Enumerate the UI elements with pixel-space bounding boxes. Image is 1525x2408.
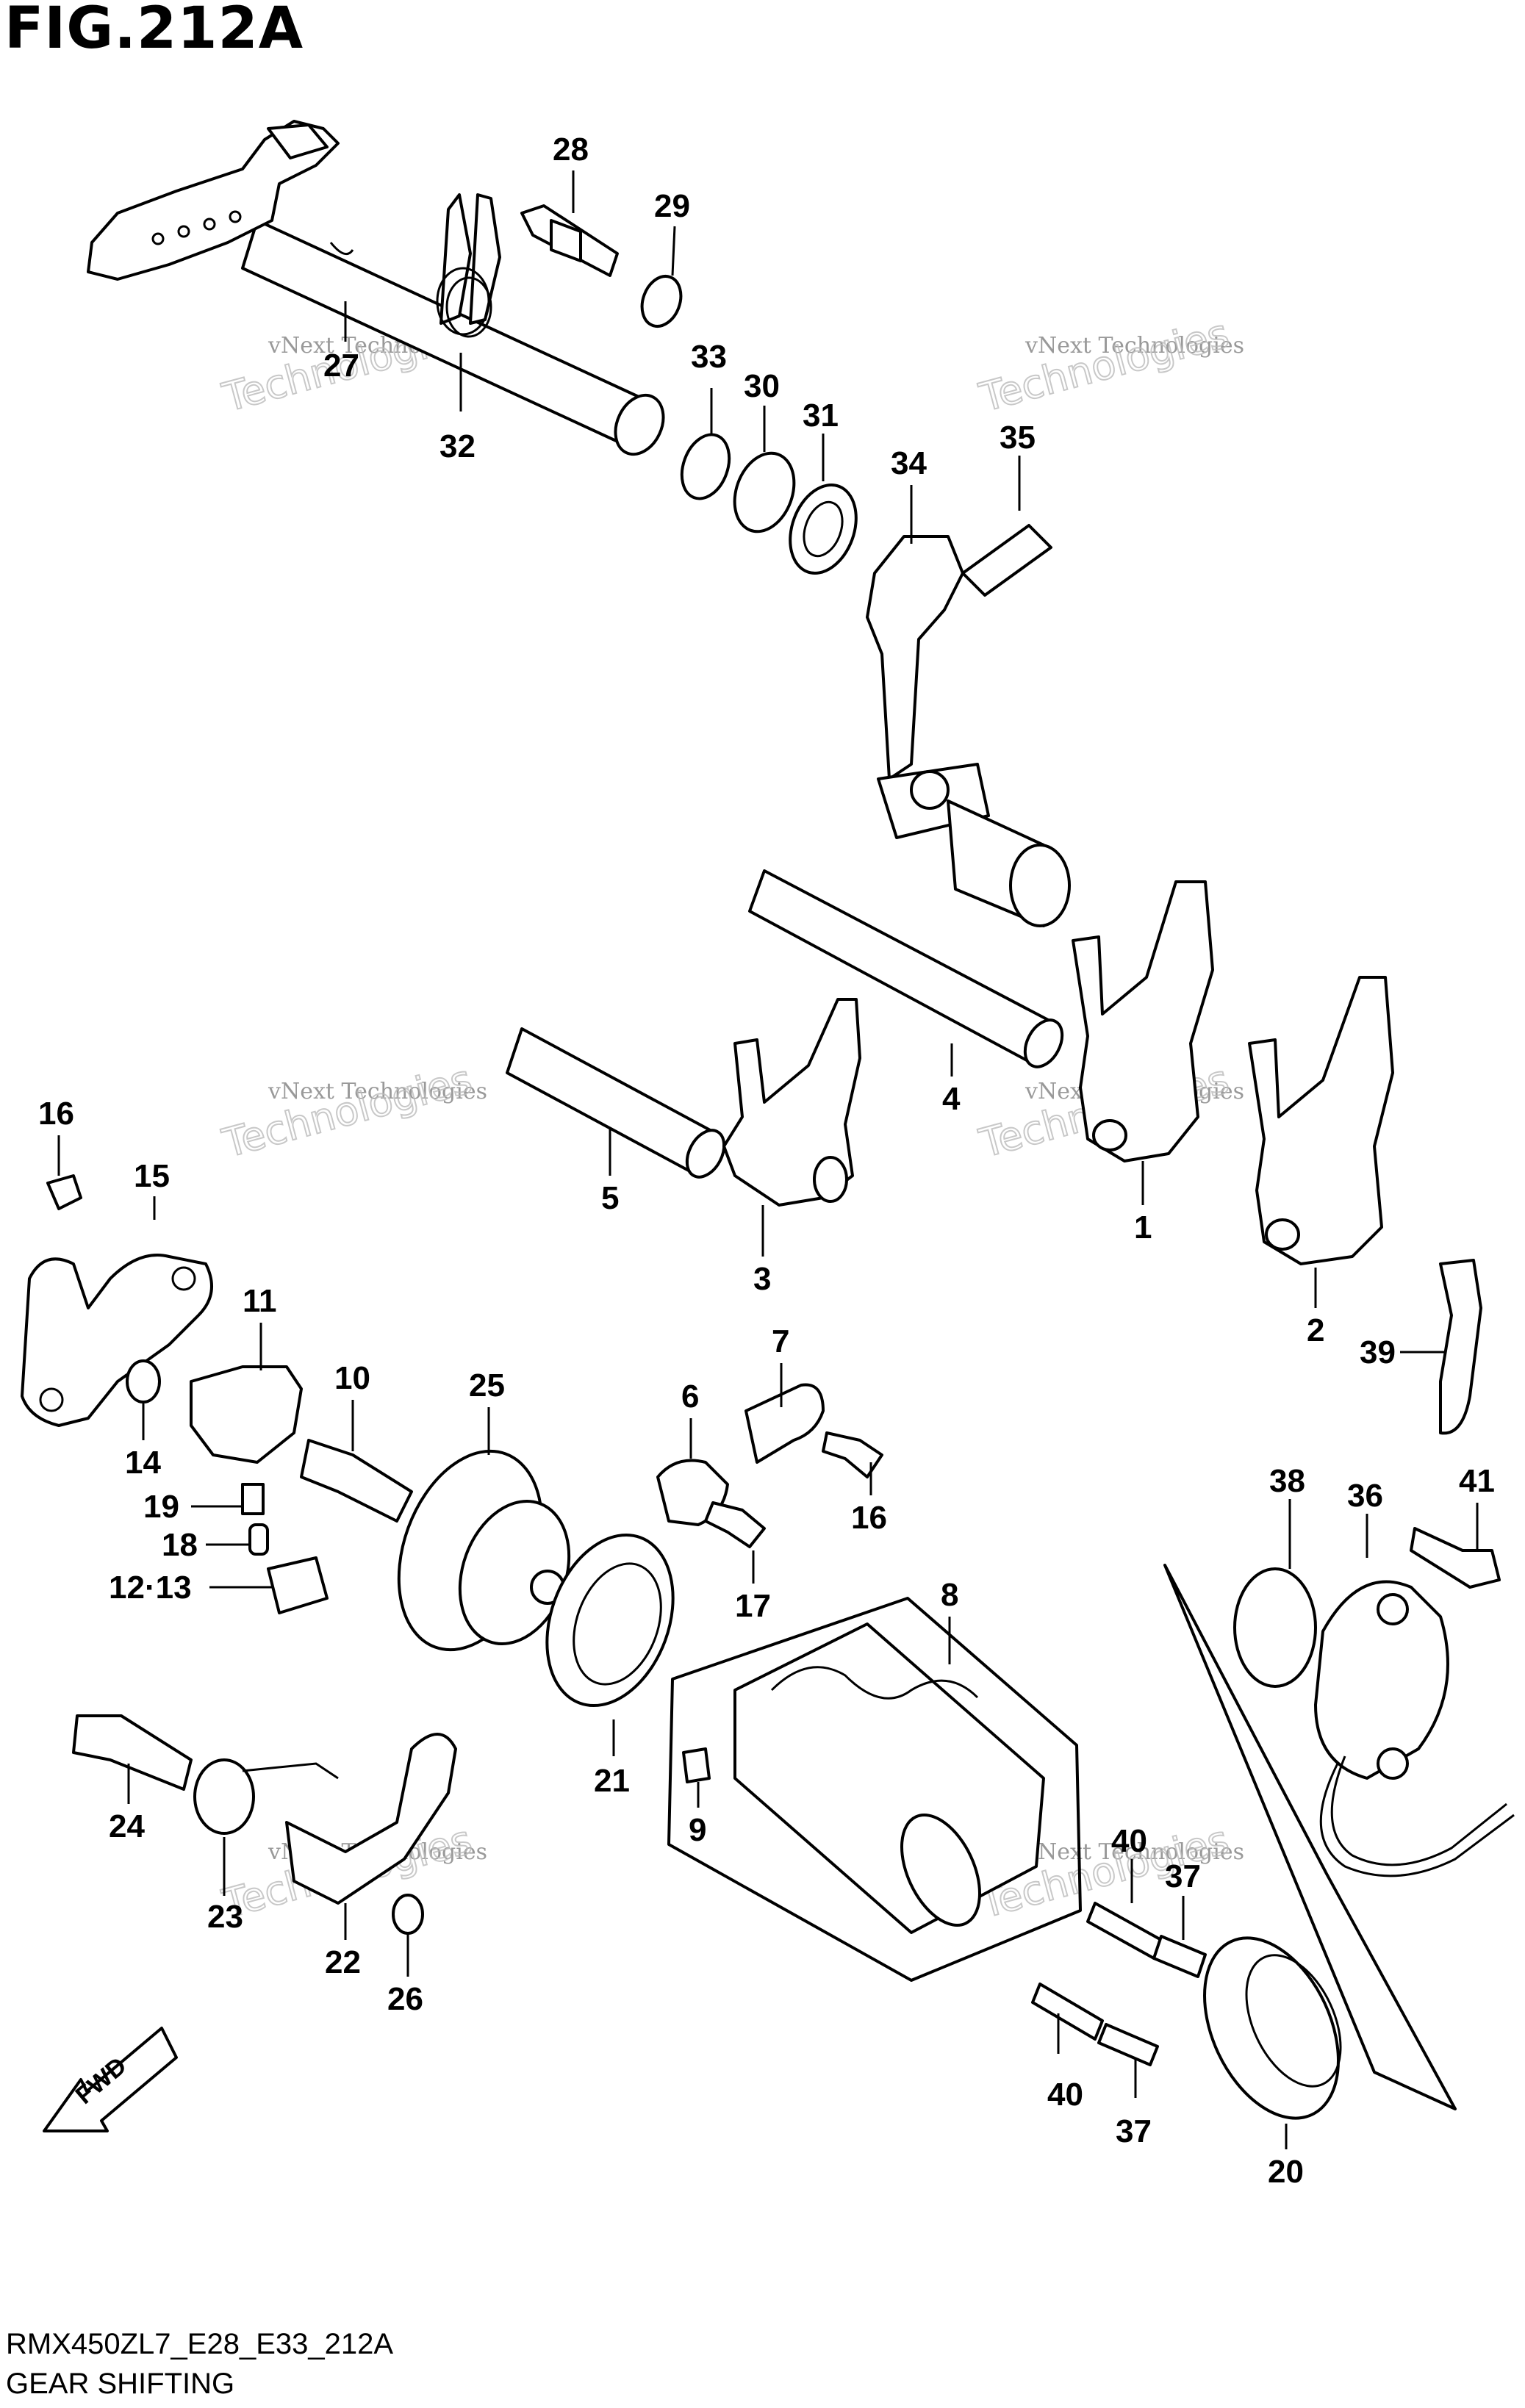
callout-24: 24 xyxy=(109,1808,145,1844)
callout-40: 40 xyxy=(1111,1823,1147,1859)
bolt xyxy=(1410,1527,1501,1589)
plate xyxy=(744,1383,825,1464)
bolt xyxy=(46,1174,82,1210)
pin xyxy=(682,1747,711,1783)
figure-code: RMX450ZL7_E28_E33_212A xyxy=(6,2328,394,2360)
callout-9: 9 xyxy=(689,1812,706,1848)
callout-2: 2 xyxy=(1307,1312,1324,1348)
bolt xyxy=(300,1439,413,1523)
watermark-text: vNext Technologies xyxy=(268,1079,487,1104)
callout-7: 7 xyxy=(772,1323,789,1359)
callout-38: 38 xyxy=(1269,1463,1305,1499)
figure-subtitle: GEAR SHIFTING xyxy=(6,2368,235,2400)
pin xyxy=(248,1523,269,1556)
callout-40: 40 xyxy=(1047,2077,1083,2113)
callout-27: 27 xyxy=(323,348,359,384)
washer xyxy=(640,275,683,328)
shift-fork xyxy=(722,998,861,1207)
watermark-text: vNext Technologies xyxy=(1025,1839,1244,1865)
shift-fork xyxy=(1072,880,1214,1162)
shift-fork xyxy=(1248,976,1394,1265)
pin xyxy=(1097,2023,1159,2066)
callout-35: 35 xyxy=(1000,420,1036,456)
fork-shaft xyxy=(506,1027,726,1179)
cam-plate xyxy=(190,1365,303,1464)
gear-position-sensor xyxy=(1314,1580,1515,1877)
callout-8: 8 xyxy=(941,1577,958,1613)
spring xyxy=(193,1758,255,1835)
fwd-arrow: FWD xyxy=(43,2027,178,2132)
spring xyxy=(1031,1983,1104,2041)
stopper-plate xyxy=(21,1254,213,1427)
figure-title: FIG.212A xyxy=(4,0,304,62)
callout-11: 11 xyxy=(243,1283,277,1319)
callout-19: 20 xyxy=(1268,2154,1304,2190)
callout-30: 30 xyxy=(744,368,780,404)
washer xyxy=(733,451,796,533)
callout-37: 37 xyxy=(1165,1858,1201,1894)
callout-28: 28 xyxy=(553,132,589,168)
callout-41: 41 xyxy=(1459,1463,1495,1499)
callout-5: 5 xyxy=(601,1180,619,1216)
bearing xyxy=(545,1533,675,1708)
bolt xyxy=(72,1714,193,1791)
callout-33: 33 xyxy=(691,339,727,375)
sensor-box xyxy=(1163,1564,1457,2110)
watermark-text: Technologies xyxy=(975,310,1233,421)
callout-39: 39 xyxy=(1360,1334,1396,1370)
gearshift-cam-stopper xyxy=(285,1733,457,1905)
callout-16: 16 xyxy=(851,1500,887,1536)
callout-17: 16 xyxy=(38,1096,74,1132)
callout-26: 26 xyxy=(387,1981,423,2017)
circlip xyxy=(680,433,731,500)
callout-1: 1 xyxy=(1134,1210,1152,1246)
collar xyxy=(126,1359,161,1404)
washer xyxy=(392,1894,424,1935)
spring xyxy=(1086,1902,1163,1960)
callout-10: 10 xyxy=(334,1360,370,1396)
callout-29: 29 xyxy=(654,188,690,224)
watermark-text: Technologies xyxy=(218,1056,476,1167)
callouts: 28 29 27 32 33 30 31 34 35 4 5 3 1 2 39 … xyxy=(38,132,1495,2190)
callout-32: 32 xyxy=(439,428,476,464)
callout-31: 31 xyxy=(803,398,839,434)
callout-12-13: 12·13 xyxy=(109,1570,192,1606)
callout-4: 4 xyxy=(942,1081,961,1117)
return-spring xyxy=(436,193,501,338)
watermark-text: vNext Technologies xyxy=(1025,333,1244,359)
driven-gear xyxy=(397,1449,571,1652)
shift-arm xyxy=(866,535,1071,927)
callout-37: 37 xyxy=(1116,2113,1152,2149)
callout-34: 34 xyxy=(891,445,927,481)
fork-shaft xyxy=(748,869,1064,1068)
bolt xyxy=(520,204,619,277)
callout-18: 18 xyxy=(162,1527,198,1563)
clamp xyxy=(1439,1259,1482,1435)
bolt xyxy=(961,524,1052,597)
callout-21: 21 xyxy=(594,1763,630,1799)
callout-20: 19 xyxy=(143,1489,179,1525)
leader-lines xyxy=(57,170,1479,2149)
callout-14: 14 xyxy=(125,1445,161,1481)
screw xyxy=(704,1501,766,1548)
gearshift-cam xyxy=(733,1622,1045,1934)
needle-bearing xyxy=(1203,1936,1342,2120)
screw xyxy=(822,1431,883,1478)
callout-3: 3 xyxy=(753,1261,771,1297)
callout-16: 17 xyxy=(735,1588,771,1624)
pin xyxy=(1152,1935,1207,1978)
callout-25: 25 xyxy=(469,1367,505,1404)
callout-15: 15 xyxy=(134,1158,170,1194)
gearshift-shaft xyxy=(87,120,665,456)
callout-23: 23 xyxy=(207,1899,243,1935)
gearshift-cam-box xyxy=(667,1597,1082,1982)
pawl xyxy=(267,1556,329,1614)
callout-36: 36 xyxy=(1347,1478,1383,1514)
callout-22: 22 xyxy=(325,1944,361,1980)
callout-6: 6 xyxy=(681,1379,699,1415)
o-ring xyxy=(1233,1567,1317,1688)
spring xyxy=(241,1483,265,1515)
